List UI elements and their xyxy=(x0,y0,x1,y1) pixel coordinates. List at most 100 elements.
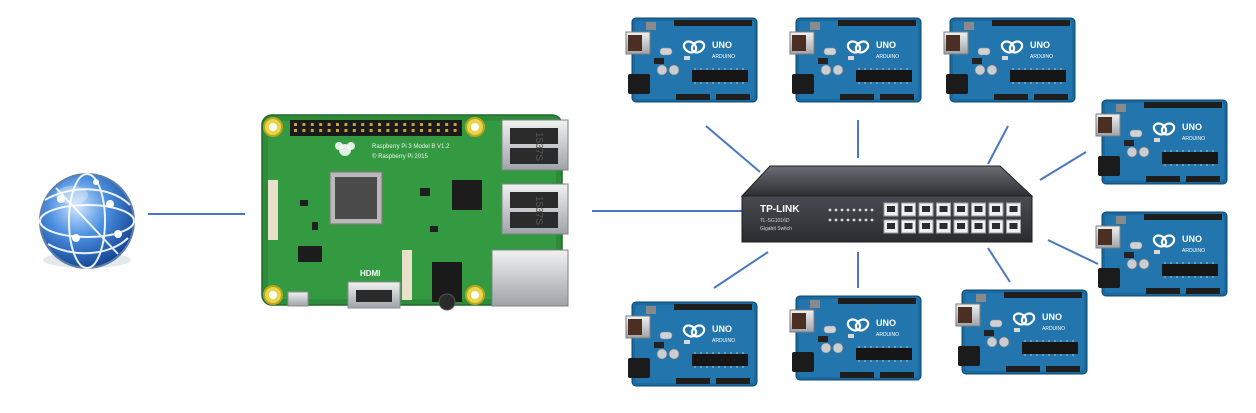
gpio-pin xyxy=(361,129,365,132)
gpio-pin xyxy=(445,129,449,132)
switch-led xyxy=(858,218,862,222)
gpio-pin xyxy=(420,123,423,126)
switch-led xyxy=(852,218,856,222)
gpio-pin xyxy=(344,129,348,132)
gpio-pin xyxy=(386,129,390,132)
switch-led xyxy=(870,218,874,222)
gpio-pin xyxy=(327,123,331,126)
internet-globe xyxy=(39,173,135,269)
gpio-pin xyxy=(403,123,407,126)
arduino-brand-label: ARDUINO xyxy=(712,338,735,344)
usb-ports: 1537S 1537S xyxy=(501,119,569,235)
switch-port-socket xyxy=(904,223,913,229)
arduino-uno-label: UNO xyxy=(1182,234,1202,244)
arduino-board-5: UNO ARDUINO xyxy=(1094,210,1229,298)
gpio-pin xyxy=(378,129,381,132)
network-switch: TP-LINK TL-SG1016D Gigabit Switch xyxy=(740,165,1034,243)
pi-silk-copyright: © Raspberry Pi 2015 xyxy=(372,153,428,160)
gpio-pin xyxy=(361,123,365,126)
switch-led xyxy=(846,208,850,212)
hdmi-label: HDMI xyxy=(360,269,380,278)
gpio-pin xyxy=(369,129,373,132)
connections xyxy=(148,120,1099,289)
switch-port-socket xyxy=(904,206,913,212)
switch-port-socket xyxy=(939,206,948,212)
switch-port-socket xyxy=(887,206,895,212)
switch-leds xyxy=(828,208,874,222)
ethernet-port xyxy=(491,249,569,307)
arduino-brand-label: ARDUINO xyxy=(1042,326,1065,332)
gpio-pin xyxy=(420,129,423,132)
gpio-pin xyxy=(436,129,440,132)
gpio-pin xyxy=(411,129,415,132)
switch-port-socket xyxy=(887,223,895,229)
gpio-pin xyxy=(336,129,339,132)
arduino-brand-label: ARDUINO xyxy=(1030,54,1053,60)
switch-led xyxy=(864,208,868,212)
gpio-pin xyxy=(319,129,323,132)
gpio-pin xyxy=(336,123,339,126)
arduino-uno-label: UNO xyxy=(1042,312,1062,322)
switch-led xyxy=(840,208,844,212)
gpio-pin xyxy=(352,129,356,132)
switch-led xyxy=(864,218,868,222)
switch-port-socket xyxy=(939,223,948,229)
switch-port-socket xyxy=(992,223,1000,229)
gpio-pin xyxy=(453,123,457,126)
switch-led xyxy=(852,208,856,212)
switch-ports xyxy=(883,202,1021,234)
arduino-uno-label: UNO xyxy=(876,318,896,328)
switch-led xyxy=(834,218,838,222)
switch-port-socket xyxy=(922,206,930,212)
gpio-pin xyxy=(302,129,306,132)
switch-led xyxy=(834,208,838,212)
gpio-pin xyxy=(445,123,449,126)
link-switch-arduino-4 xyxy=(1039,151,1087,181)
gpio-pin xyxy=(319,123,323,126)
arduino-uno-label: UNO xyxy=(712,40,732,50)
gpio-pin xyxy=(369,123,373,126)
gpio-pin xyxy=(294,129,297,132)
gpio-pin xyxy=(428,129,432,132)
arduino-boards: UNO ARDUINO UNO ARDUINO UNO ARDUINO UNO … xyxy=(624,16,1229,388)
gpio-pin xyxy=(344,123,348,126)
gpio-pin xyxy=(386,123,390,126)
arduino-board-4: UNO ARDUINO xyxy=(1094,98,1229,186)
raspberry-logo-icon xyxy=(335,142,355,156)
arduino-uno-label: UNO xyxy=(876,40,896,50)
arduino-uno-label: UNO xyxy=(1182,122,1202,132)
gpio-pin xyxy=(310,123,314,126)
link-switch-arduino-5 xyxy=(1047,239,1099,265)
arduino-brand-label: ARDUINO xyxy=(876,54,899,60)
link-switch-arduino-6 xyxy=(713,251,769,289)
switch-port-socket xyxy=(992,206,1000,212)
gpio-pin xyxy=(352,123,356,126)
globe-icon xyxy=(39,173,135,269)
switch-led xyxy=(828,208,832,212)
gpio-pin xyxy=(453,129,457,132)
gpio-pin xyxy=(294,123,297,126)
link-switch-arduino-1 xyxy=(705,125,761,173)
gpio-pin xyxy=(403,129,407,132)
switch-led xyxy=(858,208,862,212)
arduino-board-3: UNO ARDUINO xyxy=(942,16,1077,104)
usb-jack-label-bottom: 1537S xyxy=(533,196,544,225)
switch-led xyxy=(870,208,874,212)
link-switch-arduino-3 xyxy=(987,125,1009,165)
arduino-uno-label: UNO xyxy=(1030,40,1050,50)
gpio-pin xyxy=(302,123,306,126)
arduino-brand-label: ARDUINO xyxy=(712,54,735,60)
switch-subtitle: Gigabit Switch xyxy=(760,226,792,232)
gpio-pin xyxy=(310,129,314,132)
arduino-brand-label: ARDUINO xyxy=(1182,136,1205,142)
switch-model: TL-SG1016D xyxy=(760,218,790,224)
gpio-pin xyxy=(436,123,440,126)
arduino-board-2: UNO ARDUINO xyxy=(788,16,923,104)
gpio-pin xyxy=(327,129,331,132)
pi-silk-model: Raspberry Pi 3 Model B V1.2 xyxy=(372,144,450,150)
arduino-board-7: UNO ARDUINO xyxy=(788,294,923,382)
raspberry-pi-board: Raspberry Pi 3 Model B V1.2 © Raspberry … xyxy=(261,114,569,311)
switch-port-socket xyxy=(1009,206,1018,212)
arduino-brand-label: ARDUINO xyxy=(876,332,899,338)
